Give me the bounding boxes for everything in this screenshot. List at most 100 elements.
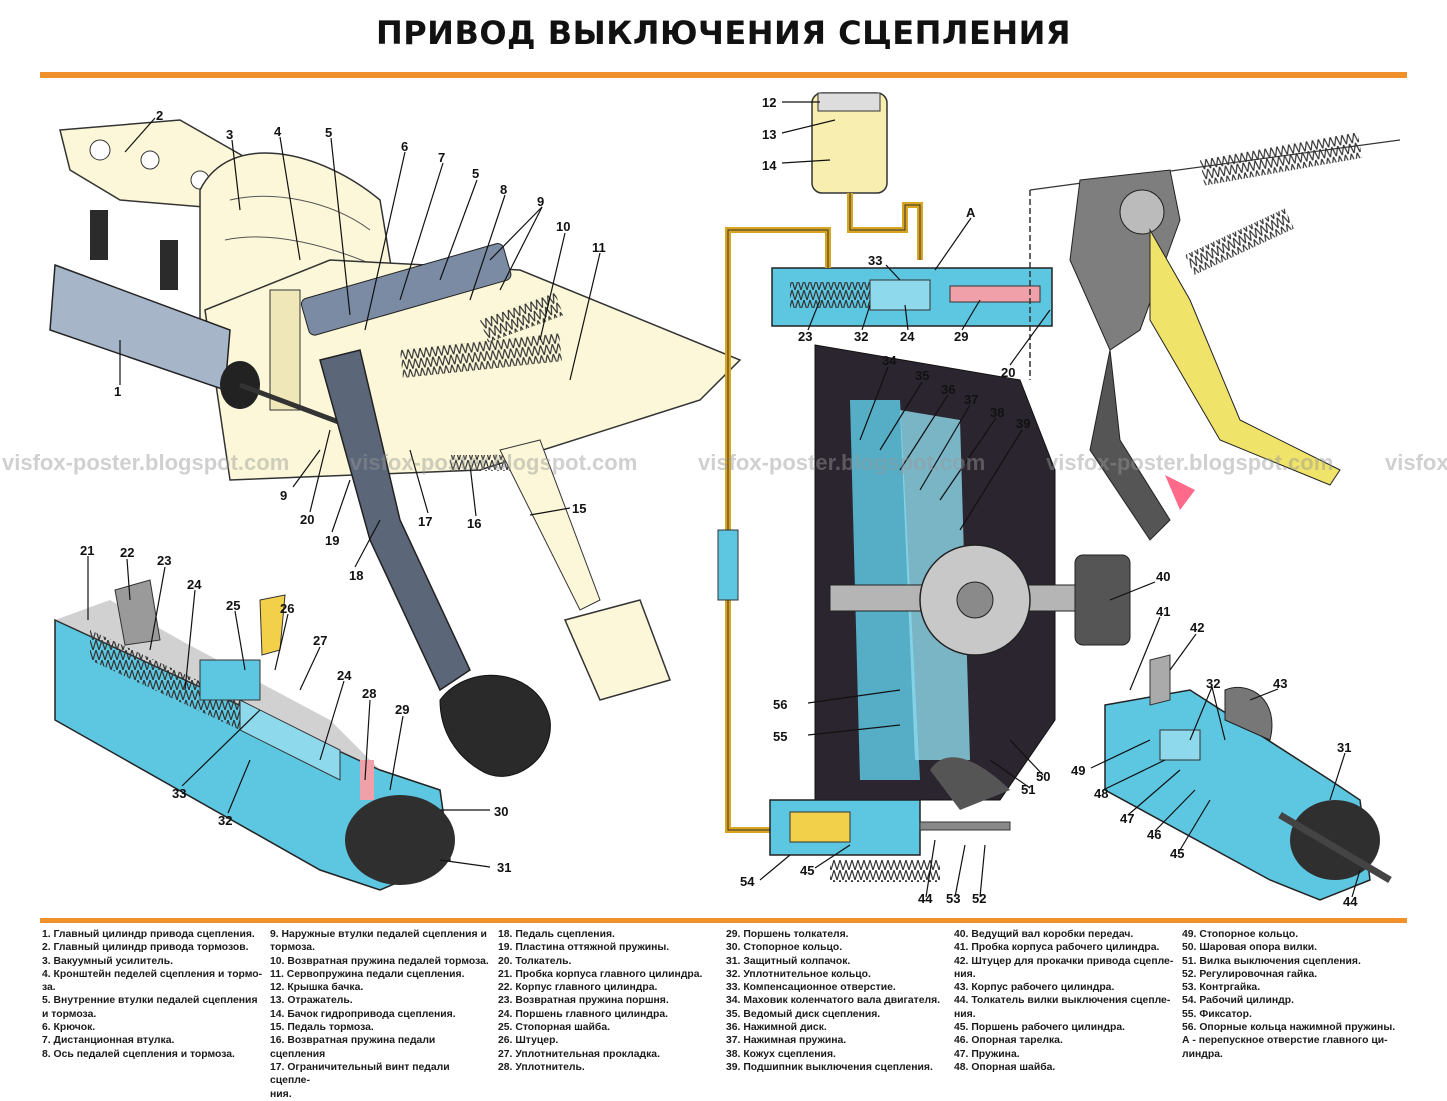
legend-line: 43. Корпус рабочего цилиндра. [954, 982, 1115, 994]
legend-line: за. [42, 982, 56, 994]
legend-line: 8. Ось педалей сцепления и тормоза. [42, 1048, 235, 1060]
legend-line: 7. Дистанционная втулка. [42, 1035, 175, 1047]
legend-line: ния. [954, 1008, 976, 1020]
legend-line: 53. Контргайка. [1182, 982, 1261, 994]
callout-20b: 20 [1001, 365, 1015, 380]
callout-46: 46 [1147, 827, 1161, 842]
callout-32a: 32 [218, 813, 232, 828]
legend-line: 40. Ведущий вал коробки передач. [954, 929, 1134, 940]
legend-line: 32. Уплотнительное кольцо. [726, 968, 871, 980]
legend-line: 56. Опорные кольца нажимной пружины. [1182, 1022, 1396, 1034]
master-cylinder-section [54, 579, 455, 891]
callout-44b: 44 [1343, 894, 1358, 909]
bottom-orange-rule [40, 918, 1407, 923]
callout-A: А [966, 205, 976, 220]
legend-line: 4. Кронштейн педелей сцепления и тормо- [42, 968, 263, 980]
callout-4: 4 [274, 124, 282, 139]
callout-32c: 32 [1206, 676, 1220, 691]
legend-line: 20. Толкатель. [498, 955, 572, 967]
callout-6: 6 [401, 139, 408, 154]
legend-line: 30. Стопорное кольцо. [726, 942, 843, 954]
legend-column-4: 29. Поршень толкателя. 30. Стопорное кол… [726, 928, 948, 1074]
watermark-1: visfox-poster.blogspot.com [2, 450, 290, 475]
callout-54: 54 [740, 874, 755, 889]
legend-line: ния. [954, 968, 976, 980]
legend-line: 2. Главный цилиндр привода тормозов. [42, 942, 249, 954]
callout-11: 11 [592, 240, 606, 255]
legend-line: 47. Пружина. [954, 1048, 1020, 1060]
legend-line: 51. Вилка выключения сцепления. [1182, 955, 1361, 967]
legend-line: 15. Педаль тормоза. [270, 1022, 374, 1034]
callout-27: 27 [313, 633, 327, 648]
legend-line: 37. Нажимная пружина. [726, 1035, 847, 1047]
callout-48: 48 [1094, 786, 1108, 801]
legend-line: 18. Педаль сцепления. [498, 929, 615, 940]
callout-36: 36 [941, 382, 955, 397]
callout-5b: 5 [472, 166, 479, 181]
callout-47: 47 [1120, 811, 1134, 826]
legend-line: 52. Регулировочная гайка. [1182, 968, 1318, 980]
callout-52: 52 [972, 891, 986, 906]
callout-39: 39 [1016, 416, 1030, 431]
legend-line: и тормоза. [42, 1008, 97, 1020]
callout-35: 35 [915, 368, 929, 383]
legend-line: 22. Корпус главного цилиндра. [498, 982, 658, 994]
legend-line: 25. Стопорная шайба. [498, 1022, 611, 1034]
watermark-4: visfox-poster.blogspot.com [1046, 450, 1334, 475]
callout-21: 21 [80, 543, 94, 558]
legend-line: 14. Бачок гидропривода сцепления. [270, 1008, 456, 1020]
watermark-3: visfox-poster.blogspot.com [698, 450, 986, 475]
legend-line: ния. [270, 1088, 292, 1100]
callout-26: 26 [280, 601, 294, 616]
callout-8: 8 [500, 182, 507, 197]
pedal-side-view [1029, 132, 1401, 541]
callout-23b: 23 [798, 329, 812, 344]
callout-33a: 33 [172, 786, 186, 801]
callout-55: 55 [773, 729, 787, 744]
callout-34: 34 [882, 353, 897, 368]
top-orange-rule [40, 72, 1407, 78]
legend-column-1: 1. Главный цилиндр привода сцепления. 2.… [42, 928, 264, 1061]
legend-line: 48. Опорная шайба. [954, 1061, 1056, 1073]
legend-line: 35. Ведомый диск сцепления. [726, 1008, 881, 1020]
poster-title: ПРИВОД ВЫКЛЮЧЕНИЯ СЦЕПЛЕНИЯ [375, 14, 1072, 52]
callout-2: 2 [156, 108, 163, 123]
callout-37: 37 [964, 392, 978, 407]
legend-line: 45. Поршень рабочего цилиндра. [954, 1022, 1125, 1034]
legend-line: 27. Уплотнительная прокладка. [498, 1048, 660, 1060]
callout-22: 22 [120, 545, 134, 560]
legend-line: линдра. [1182, 1048, 1223, 1060]
callout-18: 18 [349, 568, 363, 583]
legend-line: тормоза. [270, 942, 315, 954]
legend-column-2: 9. Наружные втулки педалей сцепления и т… [270, 928, 492, 1101]
legend-line: 12. Крышка бачка. [270, 982, 364, 994]
legend-line: 24. Поршень главного цилиндра. [498, 1008, 669, 1020]
legend-line: 55. Фиксатор. [1182, 1008, 1252, 1020]
callout-43: 43 [1273, 676, 1287, 691]
legend-line: А - перепускное отверстие главного ци- [1182, 1035, 1388, 1047]
callout-12: 12 [762, 95, 776, 110]
watermark-row: visfox-poster.blogspot.com visfox-poster… [0, 450, 1447, 480]
watermark-2: visfox-poster.blogspot.com [350, 450, 638, 475]
legend-line: 3. Вакуумный усилитель. [42, 955, 173, 967]
callout-31b: 31 [1337, 740, 1351, 755]
callout-49: 49 [1071, 763, 1085, 778]
callout-38: 38 [990, 405, 1004, 420]
callout-24a: 24 [187, 577, 202, 592]
callout-7: 7 [438, 150, 445, 165]
legend-line: 42. Штуцер для прокачки привода сцепле- [954, 955, 1174, 967]
callout-15: 15 [572, 501, 586, 516]
callout-24c: 24 [337, 668, 352, 683]
callout-14: 14 [762, 158, 777, 173]
legend-line: 16. Возвратная пружина педали сцепления [270, 1035, 436, 1060]
pedal-assembly [49, 119, 742, 777]
legend-line: 33. Компенсационное отверстие. [726, 982, 896, 994]
legend-line: 11. Сервопружина педали сцепления. [270, 968, 465, 980]
callout-56: 56 [773, 697, 787, 712]
legend-line: 17. Ограничительный винт педали сцепле- [270, 1061, 450, 1087]
legend-column-3: 18. Педаль сцепления. 19. Пластина оттяж… [498, 928, 720, 1074]
callout-23a: 23 [157, 553, 171, 568]
callout-31a: 31 [497, 860, 511, 875]
callout-33b: 33 [868, 253, 882, 268]
callout-45a: 45 [800, 863, 814, 878]
